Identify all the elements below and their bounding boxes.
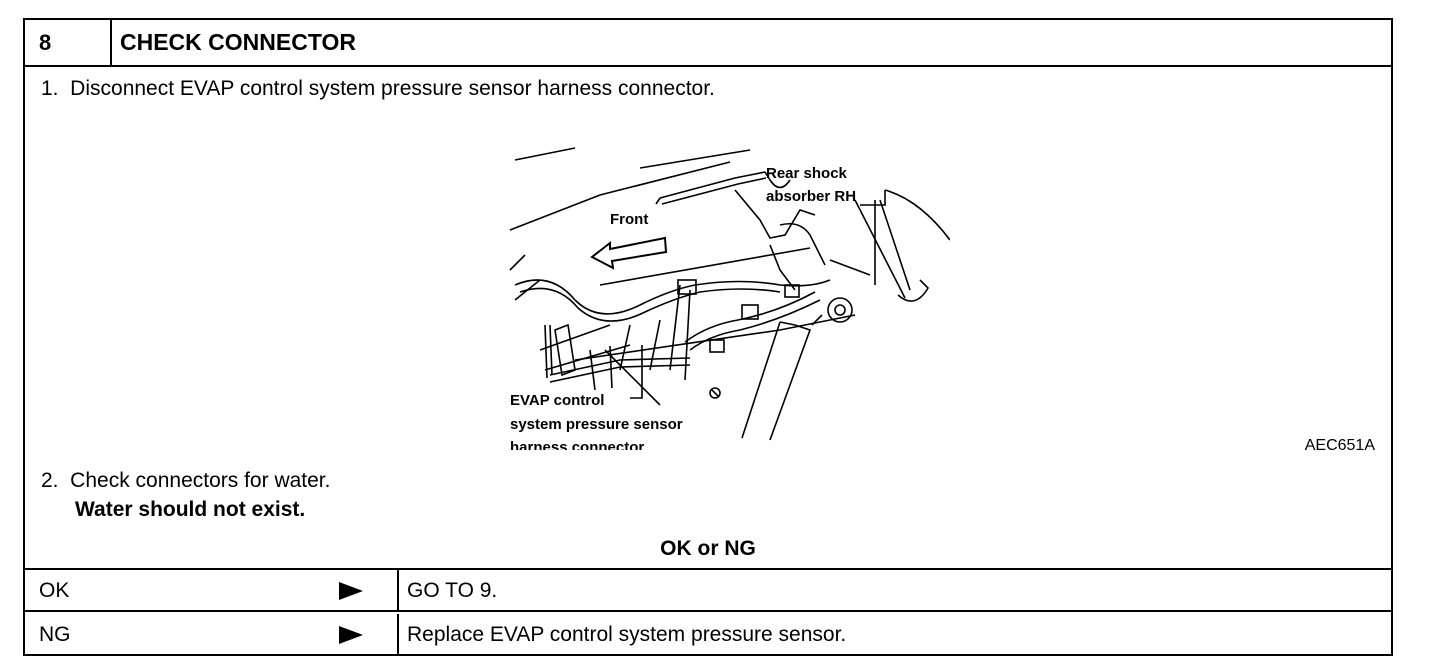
label-evap-1: EVAP control xyxy=(510,392,604,409)
front-arrow xyxy=(590,236,668,270)
result-heading: OK or NG xyxy=(25,530,1391,570)
column-divider xyxy=(397,614,399,656)
instruction-step-2: 2. Check connectors for water. Water sho… xyxy=(41,466,330,524)
column-divider xyxy=(397,570,399,610)
result-row-ok: OK GO TO 9. xyxy=(25,570,1391,612)
instruction-step-1: 1. Disconnect EVAP control system pressu… xyxy=(41,77,715,100)
harness xyxy=(514,279,831,315)
frame-lower xyxy=(574,314,856,361)
connector-illustration: Front Rear shock absorber RH EVAP contro… xyxy=(480,120,951,456)
body-line xyxy=(639,149,751,169)
label-front: Front xyxy=(610,211,648,228)
floor-line xyxy=(599,247,811,286)
check-connector-table: 8 CHECK CONNECTOR 1. Disconnect EVAP con… xyxy=(23,18,1393,656)
label-shock-1: Rear shock xyxy=(766,165,848,182)
step-number: 8 xyxy=(25,20,112,65)
rail-top xyxy=(659,171,766,199)
label-shock-2: absorber RH xyxy=(766,188,856,205)
result-action: GO TO 9. xyxy=(407,579,498,602)
rail-top xyxy=(661,177,767,205)
label-evap-2: system pressure sensor xyxy=(510,416,683,433)
step-2-text: 2. Check connectors for water. xyxy=(41,469,331,492)
arrow-right-icon xyxy=(339,626,363,644)
body-line xyxy=(509,161,731,231)
table-header: 8 CHECK CONNECTOR xyxy=(25,20,1391,67)
figure-code: AEC651A xyxy=(1304,437,1375,454)
body-line xyxy=(514,147,576,161)
step-2-spec: Water should not exist. xyxy=(75,498,306,521)
result-row-ng: NG Replace EVAP control system pressure … xyxy=(25,614,1391,656)
arrow-right-icon xyxy=(339,582,363,600)
result-action: Replace EVAP control system pressure sen… xyxy=(407,623,847,646)
shock-absorber xyxy=(769,324,812,441)
result-label: NG xyxy=(39,623,71,646)
illustration-svg: Front Rear shock absorber RH EVAP contro… xyxy=(509,147,951,456)
step-title: CHECK CONNECTOR xyxy=(120,29,356,55)
label-evap-3: harness connector xyxy=(510,439,644,450)
result-label: OK xyxy=(39,579,70,602)
